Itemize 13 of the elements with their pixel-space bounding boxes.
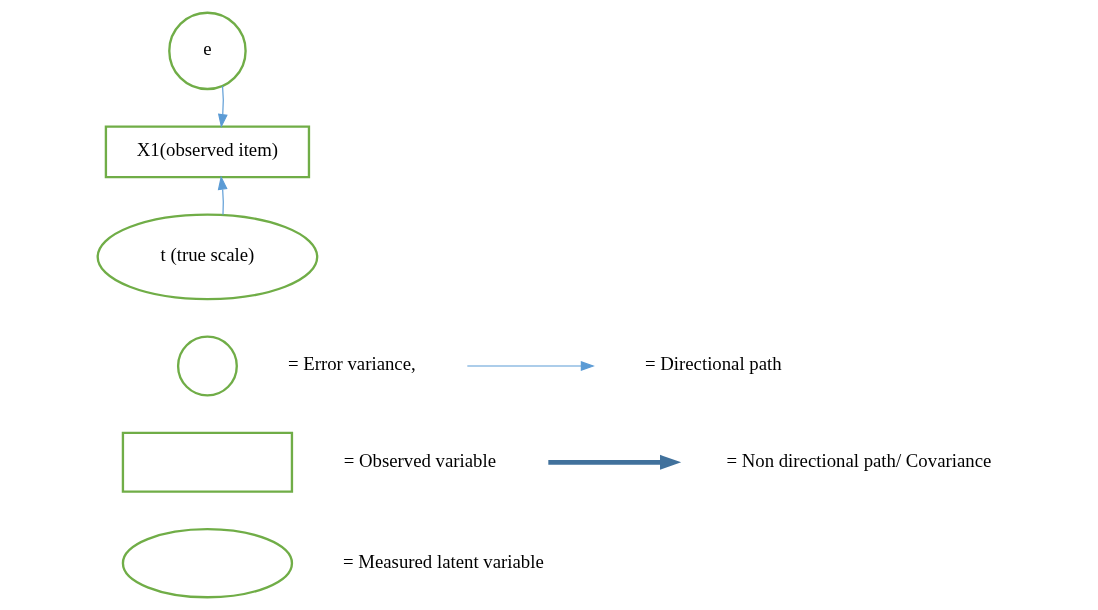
- node-box: [121, 431, 294, 493]
- node-circle: [176, 335, 238, 397]
- arrow: [217, 85, 228, 129]
- legend-label: = Observed variable: [343, 449, 497, 471]
- legend-label: = Directional path: [644, 353, 782, 375]
- legend-label: = Non directional path/ Covariance: [726, 449, 992, 471]
- arrow: [217, 175, 228, 216]
- node-box: X1(observed item): [104, 125, 311, 179]
- legend-label: = Measured latent variable: [342, 550, 544, 572]
- node-ellipse: t (true scale): [96, 213, 319, 301]
- node-ellipse: [121, 528, 294, 599]
- node-circle: e: [168, 11, 247, 91]
- legend-label: = Error variance,: [287, 353, 416, 375]
